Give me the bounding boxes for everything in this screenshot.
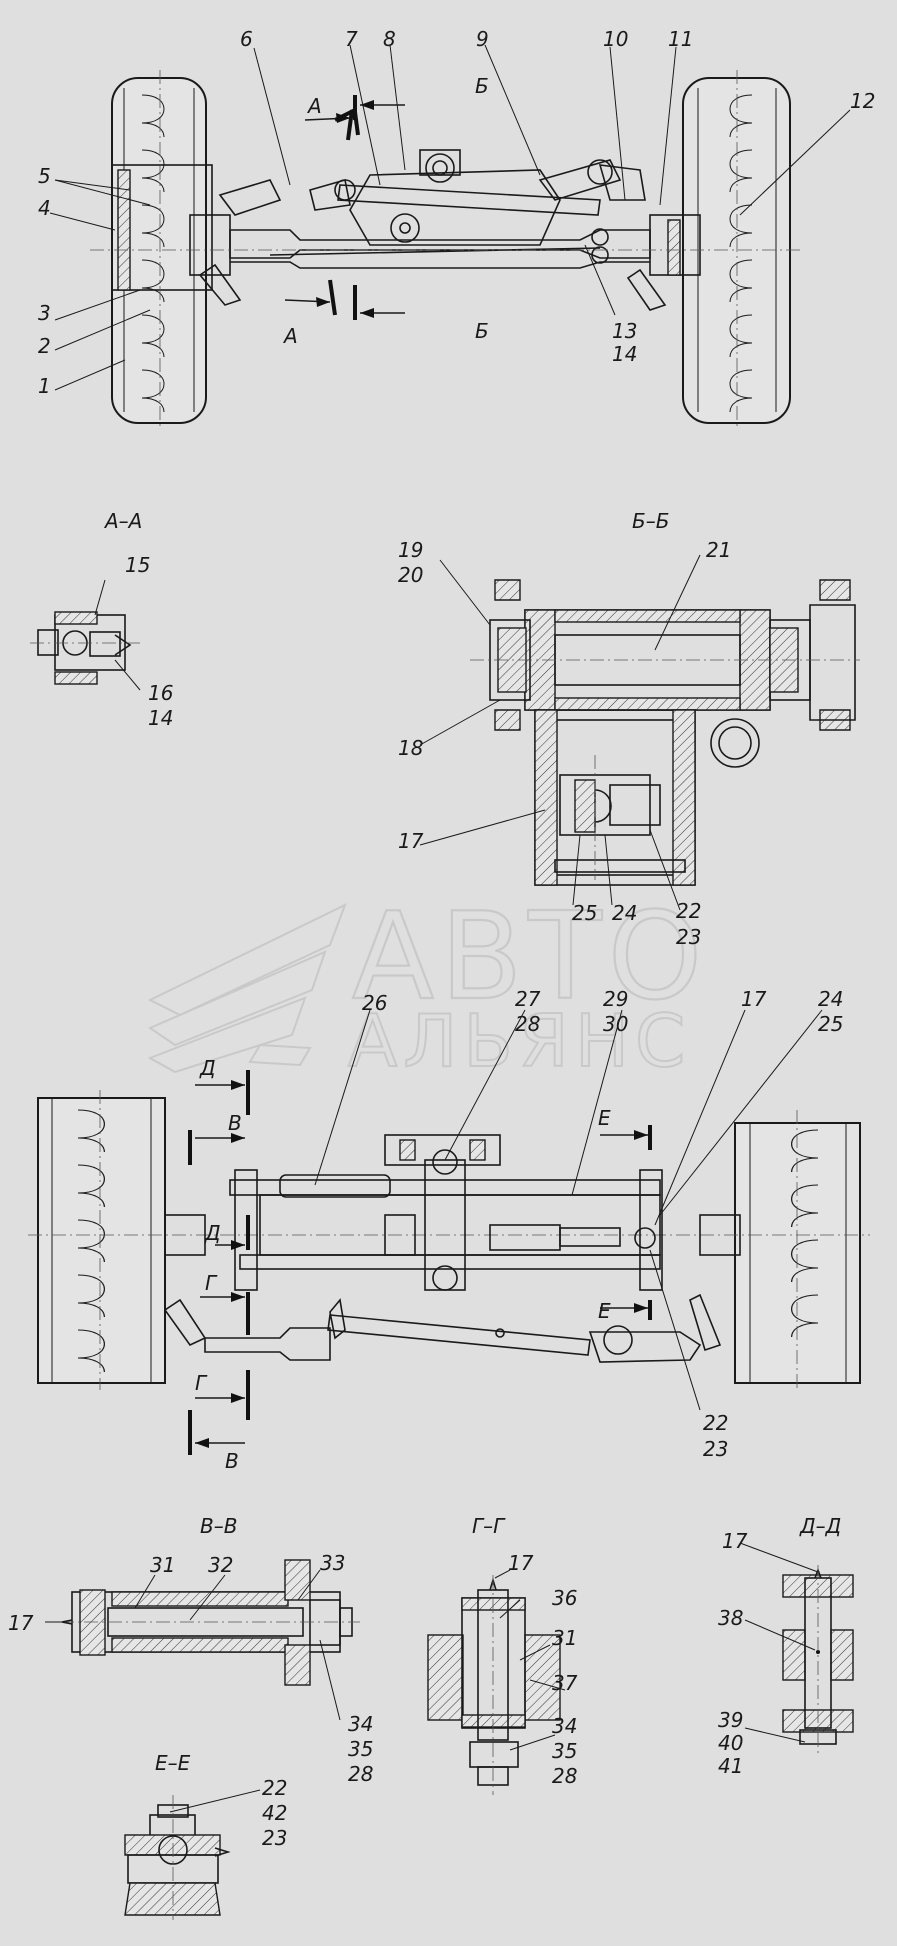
callout-25-bb: 25 — [572, 901, 597, 925]
callout-22-ee: 22 — [262, 1776, 287, 1800]
callout-23-ee: 23 — [262, 1826, 287, 1850]
callout-27: 27 — [515, 987, 541, 1011]
callout-28: 28 — [515, 1012, 540, 1036]
callout-16: 16 — [148, 681, 173, 705]
callout-35-vv: 35 — [348, 1737, 373, 1761]
cut-letter-e-top: Е — [598, 1106, 611, 1130]
callout-7: 7 — [345, 27, 358, 51]
section-bb: Б–Б — [398, 509, 860, 949]
callout-25-bottom: 25 — [818, 1012, 843, 1036]
callout-22-bb: 22 — [676, 899, 701, 923]
callout-38: 38 — [718, 1606, 743, 1630]
callout-24-bb: 24 — [612, 901, 637, 925]
watermark: АВТО АЛЬЯНС — [147, 887, 708, 1084]
watermark-text-line2: АЛЬЯНС — [348, 999, 691, 1083]
callout-14: 14 — [612, 342, 637, 366]
callout-8: 8 — [383, 27, 396, 51]
callout-31-gg: 31 — [552, 1626, 577, 1650]
callout-15: 15 — [125, 553, 150, 577]
callout-39: 39 — [718, 1708, 743, 1732]
callout-30: 30 — [603, 1012, 628, 1036]
callout-5: 5 — [38, 164, 51, 188]
callout-17-dd: 17 — [722, 1529, 748, 1553]
callout-32: 32 — [208, 1553, 233, 1577]
right-wheel-top — [682, 77, 791, 424]
cut-letter-b-bottom: Б — [475, 319, 489, 343]
cut-letter-b-top: Б — [475, 74, 489, 98]
section-dd: Д–Д 17 38 39 40 41 — [718, 1514, 854, 1778]
callout-33: 33 — [320, 1551, 345, 1575]
callout-36: 36 — [552, 1586, 577, 1610]
top-view: А А Б Б 1 2 3 4 5 6 7 8 9 10 11 — [38, 27, 875, 430]
section-title-bb: Б–Б — [632, 509, 669, 533]
cut-letter-e-bottom: Е — [598, 1299, 611, 1323]
cut-letter-d-mid: Д — [204, 1221, 221, 1245]
section-title-dd: Д–Д — [799, 1514, 841, 1538]
callout-1: 1 — [38, 374, 51, 398]
section-vv: В–В 31 32 33 17 34 35 28 — [8, 1514, 373, 1786]
callout-28-vv: 28 — [348, 1762, 373, 1786]
callout-6: 6 — [240, 27, 253, 51]
callout-4: 4 — [38, 196, 51, 220]
section-title-ee: Е–Е — [155, 1751, 191, 1775]
callout-34-vv: 34 — [348, 1712, 373, 1736]
left-wheel-bottom — [37, 1097, 166, 1384]
callout-18: 18 — [398, 736, 423, 760]
right-wheel-bottom — [734, 1122, 861, 1384]
watermark-text-line1: АВТО — [352, 888, 708, 1027]
callout-2: 2 — [38, 334, 51, 358]
callout-22-bottom: 22 — [703, 1411, 728, 1435]
callout-31-vv: 31 — [150, 1553, 175, 1577]
cut-letter-a-bottom: А — [282, 324, 298, 348]
cut-letter-d-top: Д — [199, 1056, 216, 1080]
callout-37: 37 — [552, 1671, 578, 1695]
callout-19: 19 — [398, 538, 423, 562]
cut-letter-g-top: Г — [205, 1271, 218, 1295]
section-title-gg: Г–Г — [472, 1514, 506, 1538]
callout-40: 40 — [718, 1731, 743, 1755]
callout-20: 20 — [398, 563, 423, 587]
section-title-vv: В–В — [200, 1514, 237, 1538]
watermark-logo-icon — [147, 903, 347, 1074]
bottom-view: Д В Д Г Г В Е Е 26 27 28 29 30 17 24 25 … — [28, 987, 870, 1473]
callout-9: 9 — [476, 27, 489, 51]
callout-35-gg: 35 — [552, 1739, 577, 1763]
section-title-aa: А–А — [103, 509, 142, 533]
section-aa: А–А 15 16 14 — [30, 509, 173, 730]
callout-41: 41 — [718, 1754, 743, 1778]
callout-29: 29 — [603, 987, 628, 1011]
callout-17-bb: 17 — [398, 829, 424, 853]
callout-10: 10 — [603, 27, 628, 51]
callout-23-bb: 23 — [676, 925, 701, 949]
callout-34-gg: 34 — [552, 1714, 577, 1738]
cut-letter-v-top: В — [228, 1111, 242, 1135]
callout-26: 26 — [362, 991, 387, 1015]
section-gg: Г–Г 17 36 31 37 34 35 28 — [427, 1514, 578, 1795]
cut-letter-g-bottom: Г — [195, 1371, 208, 1395]
callout-13: 13 — [612, 319, 637, 343]
callout-12: 12 — [850, 89, 875, 113]
section-ee: Е–Е 22 42 23 — [124, 1751, 287, 1920]
callout-17-gg: 17 — [508, 1551, 534, 1575]
callout-24-bottom: 24 — [818, 987, 843, 1011]
callout-42: 42 — [262, 1801, 287, 1825]
callout-17-bottom: 17 — [741, 987, 767, 1011]
callout-14-aa: 14 — [148, 706, 173, 730]
cut-letter-a-top: А — [306, 94, 322, 118]
callout-11: 11 — [668, 27, 693, 51]
callout-28-gg: 28 — [552, 1764, 577, 1788]
cut-letter-v-bottom: В — [225, 1449, 239, 1473]
callout-3: 3 — [38, 301, 51, 325]
callout-23-bottom: 23 — [703, 1437, 728, 1461]
callout-21: 21 — [706, 538, 731, 562]
callout-17-vv: 17 — [8, 1611, 34, 1635]
